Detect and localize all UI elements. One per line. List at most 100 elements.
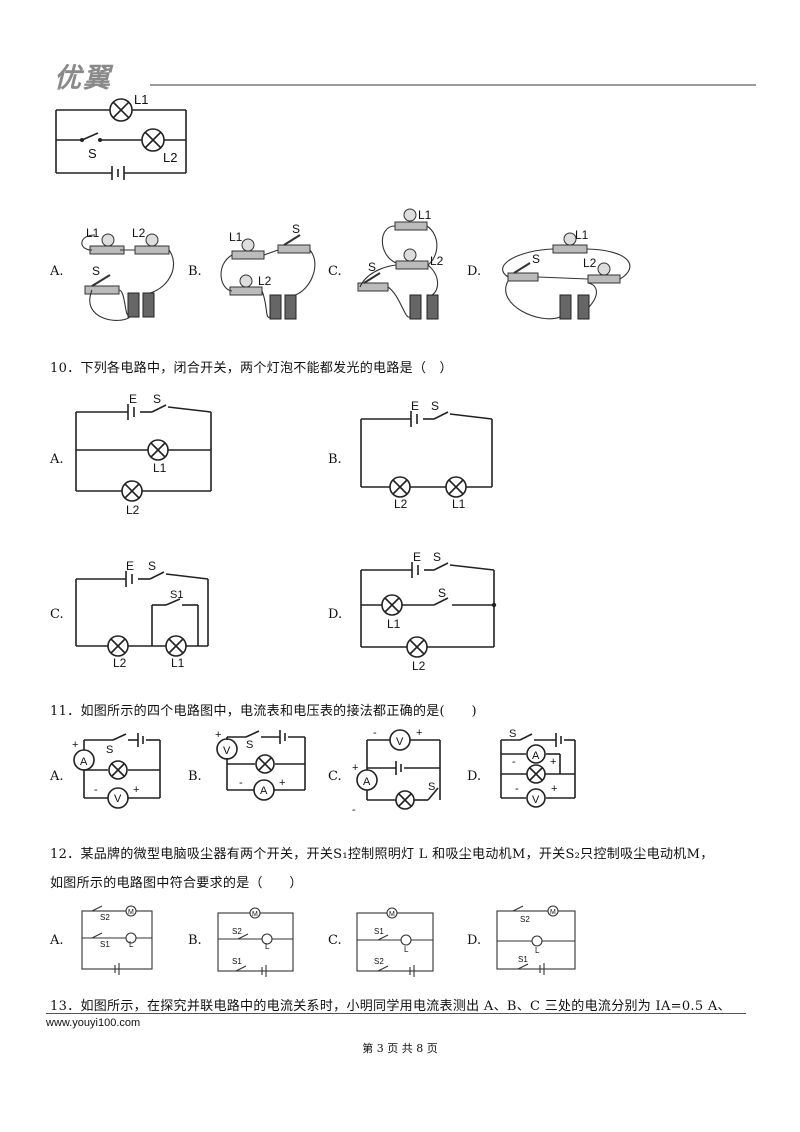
svg-text:L: L — [129, 940, 134, 949]
svg-text:S2: S2 — [100, 913, 110, 922]
top-label-s: S — [88, 146, 97, 161]
svg-text:L1: L1 — [418, 208, 432, 222]
svg-text:S2: S2 — [374, 957, 384, 966]
q9-option-c-label: C. — [328, 264, 342, 279]
svg-text:-: - — [512, 756, 516, 768]
svg-text:L1: L1 — [86, 226, 100, 240]
q9-photo-c: L1 L2 S — [357, 208, 444, 320]
q11-circuit-d — [500, 733, 576, 808]
svg-text:-: - — [515, 783, 519, 795]
svg-text:L1: L1 — [575, 228, 589, 242]
svg-text:V: V — [114, 793, 122, 805]
q12-option-a-label: A. — [50, 933, 64, 948]
q12-circuit-a — [81, 905, 153, 975]
q12-option-c-label: C. — [328, 933, 342, 948]
svg-text:E: E — [126, 559, 134, 573]
svg-text:M: M — [252, 911, 258, 918]
svg-text:L: L — [404, 945, 409, 954]
q9-option-b-label: B. — [188, 264, 202, 279]
svg-text:S: S — [438, 586, 446, 600]
q9-physical-circuit-photos: L1 L2 S L1 L2 S L1 L2 S L1 L2 S — [81, 208, 631, 321]
svg-text:+: + — [279, 777, 285, 789]
q12-option-b-label: B. — [188, 933, 202, 948]
q12-question-line2: 如图所示的电路图中符合要求的是（ ） — [50, 876, 303, 891]
svg-text:S1: S1 — [374, 927, 384, 936]
svg-text:S: S — [292, 222, 300, 236]
svg-text:L1: L1 — [452, 497, 466, 511]
footer-website: www.youyi100.com — [46, 1017, 141, 1029]
svg-text:S2: S2 — [232, 927, 242, 936]
svg-text:S2: S2 — [520, 915, 530, 924]
svg-text:L1: L1 — [153, 461, 167, 475]
q9-option-d-label: D. — [467, 264, 482, 279]
svg-text:A: A — [260, 785, 268, 797]
svg-text:S: S — [148, 559, 156, 573]
svg-text:L2: L2 — [394, 497, 408, 511]
q12-circuit-diagrams: M L S2 S1 M L S2 S1 M L S1 S2 M L S2 S1 — [81, 905, 576, 977]
header-logo: 优翼 — [54, 63, 112, 94]
q11-option-a-label: A. — [50, 769, 64, 784]
q12-circuit-d — [496, 905, 576, 975]
svg-text:E: E — [413, 550, 421, 564]
svg-text:+: + — [215, 729, 221, 741]
top-label-l1: L1 — [134, 92, 148, 107]
q10-circuit-diagrams: E S L1 L2 E S L2 L1 E S S1 L2 L1 — [75, 392, 497, 673]
q10-option-a-label: A. — [50, 452, 64, 467]
svg-text:S1: S1 — [518, 955, 528, 964]
svg-text:+: + — [416, 727, 422, 739]
q11-circuit-a — [73, 733, 161, 809]
svg-text:S1: S1 — [100, 940, 110, 949]
svg-text:+: + — [352, 762, 358, 774]
q11-meter-circuits: A V S + - + V A S + - + V A S - + + - — [72, 727, 576, 816]
q12-option-d-label: D. — [467, 933, 482, 948]
header-rule — [150, 84, 756, 86]
svg-text:E: E — [411, 399, 419, 413]
svg-text:+: + — [133, 784, 139, 796]
svg-text:E: E — [129, 392, 137, 406]
svg-text:L2: L2 — [132, 226, 146, 240]
svg-text:-: - — [94, 784, 98, 796]
svg-text:S: S — [532, 252, 540, 266]
svg-text:S: S — [509, 728, 516, 740]
svg-text:L1: L1 — [387, 617, 401, 631]
q10-question: 10．下列各电路中，闭合开关，两个灯泡不能都发光的电路是（ ） — [50, 361, 453, 376]
svg-text:M: M — [128, 909, 134, 916]
svg-text:S: S — [431, 399, 439, 413]
svg-text:S: S — [428, 781, 435, 793]
svg-text:L2: L2 — [430, 254, 444, 268]
svg-text:S1: S1 — [170, 589, 183, 601]
q9-option-a-label: A. — [50, 264, 64, 279]
svg-text:S: S — [368, 260, 376, 274]
svg-text:S: S — [433, 550, 441, 564]
svg-text:L2: L2 — [583, 256, 597, 270]
q9-photo-a: L1 L2 S — [81, 226, 175, 321]
svg-text:+: + — [72, 739, 78, 751]
q10-circuit-c — [75, 571, 209, 657]
svg-text:L2: L2 — [258, 274, 272, 288]
q12-question-line1: 12．某品牌的微型电脑吸尘器有两个开关，开关S₁控制照明灯 L 和吸尘电动机M，… — [50, 847, 714, 862]
q12-circuit-c — [356, 907, 434, 977]
svg-text:S: S — [153, 392, 161, 406]
q11-option-d-label: D. — [467, 769, 482, 784]
svg-text:S: S — [246, 739, 253, 751]
svg-text:S: S — [106, 744, 113, 756]
svg-text:V: V — [223, 745, 231, 757]
svg-text:S1: S1 — [232, 957, 242, 966]
svg-text:L2: L2 — [113, 656, 127, 670]
q11-circuit-b — [216, 730, 306, 801]
svg-text:A: A — [363, 776, 371, 788]
svg-text:L2: L2 — [412, 659, 426, 673]
svg-text:-: - — [352, 804, 356, 816]
q11-option-c-label: C. — [328, 769, 342, 784]
svg-text:S: S — [92, 264, 100, 278]
q10-circuit-d — [360, 562, 495, 658]
svg-text:M: M — [550, 909, 556, 916]
svg-text:+: + — [550, 756, 556, 768]
q11-option-b-label: B. — [188, 769, 202, 784]
svg-text:L: L — [265, 942, 270, 951]
q12-circuit-b — [217, 907, 294, 977]
svg-text:L2: L2 — [126, 503, 140, 517]
svg-text:-: - — [373, 727, 377, 739]
footer-page-number: 第 3 页 共 8 页 — [362, 1042, 438, 1055]
svg-text:L: L — [535, 946, 540, 955]
